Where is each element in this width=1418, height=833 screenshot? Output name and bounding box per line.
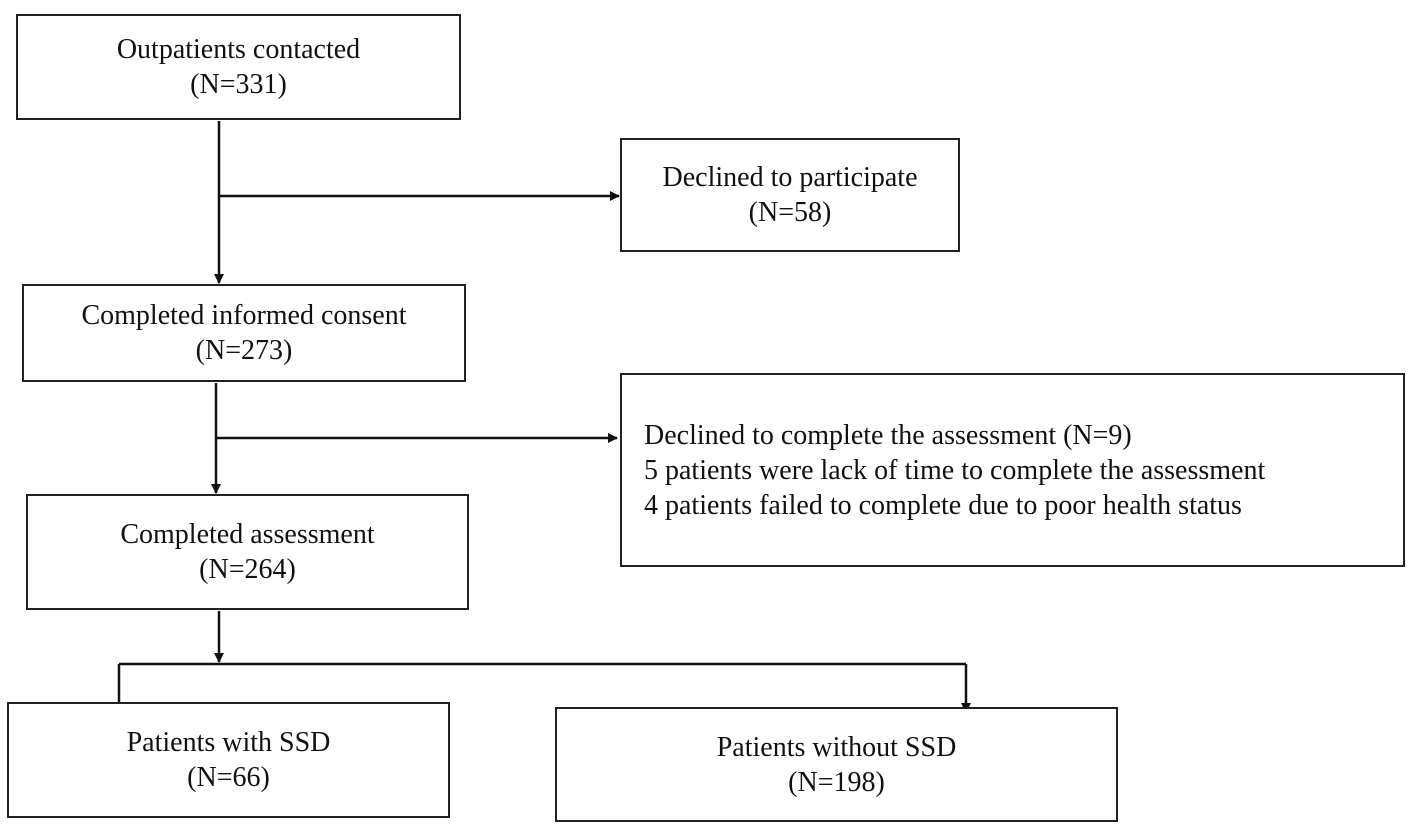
assessment-count: (N=264) [199, 554, 296, 585]
box-patients-without-ssd: Patients without SSD (N=198) [555, 707, 1118, 822]
declined-assessment-reason-health: 4 patients failed to complete due to poo… [644, 489, 1242, 521]
box-outpatients-contacted: Outpatients contacted (N=331) [16, 14, 461, 120]
with-ssd-count: (N=66) [187, 762, 270, 793]
assessment-label: Completed assessment [120, 519, 375, 550]
consent-label: Completed informed consent [81, 300, 407, 331]
declined-assessment-reason-time: 5 patients were lack of time to complete… [644, 454, 1266, 486]
contacted-count: (N=331) [190, 69, 287, 100]
box-declined-participate: Declined to participate (N=58) [620, 138, 960, 252]
box-patients-with-ssd: Patients with SSD (N=66) [7, 702, 450, 818]
box-completed-assessment: Completed assessment (N=264) [26, 494, 469, 610]
consent-count: (N=273) [195, 335, 293, 366]
declined-participate-label: Declined to participate [662, 162, 918, 193]
with-ssd-label: Patients with SSD [126, 727, 331, 758]
contacted-label: Outpatients contacted [116, 34, 361, 65]
without-ssd-label: Patients without SSD [716, 731, 957, 763]
without-ssd-count: (N=198) [788, 766, 885, 798]
box-informed-consent: Completed informed consent (N=273) [22, 284, 466, 382]
declined-assessment-label: Declined to complete the assessment (N=9… [644, 419, 1132, 451]
declined-participate-count: (N=58) [748, 197, 832, 228]
box-declined-assessment: Declined to complete the assessment (N=9… [620, 373, 1405, 567]
